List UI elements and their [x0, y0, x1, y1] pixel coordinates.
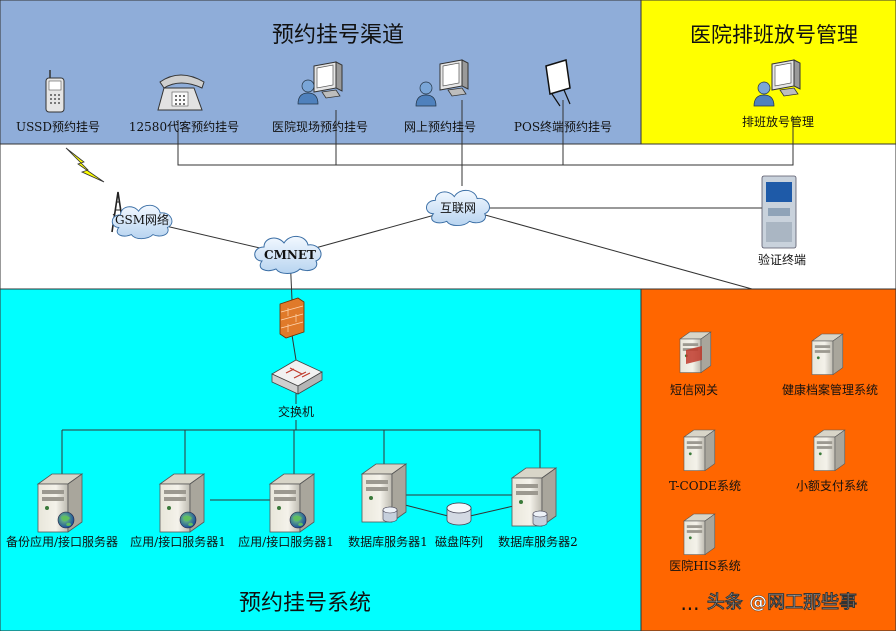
pos-terminal-icon — [545, 59, 571, 107]
channels-title: 预约挂号渠道 — [272, 23, 404, 48]
server-db-1 — [361, 463, 407, 523]
server-app-1a — [159, 473, 205, 533]
server-backup-app — [37, 473, 83, 533]
channel-label-onsite: 医院现场预约挂号 — [272, 119, 368, 134]
server-db-2 — [511, 467, 557, 527]
external-label-micropay: 小额支付系统 — [796, 479, 868, 493]
server-label-app-1b: 应用/接口服务器1 — [238, 534, 334, 549]
external-section — [640, 288, 896, 631]
mobile-phone-icon — [45, 70, 65, 113]
verification-terminal-label: 验证终端 — [758, 252, 806, 267]
hospital-mgmt-section — [640, 0, 896, 145]
tcode-server-icon — [683, 429, 716, 471]
server-label-db-1: 数据库服务器1 — [348, 534, 428, 549]
external-label-his: 医院HIS系统 — [669, 559, 740, 573]
channel-bus-lines — [61, 100, 794, 517]
wireless-lightning-icon — [65, 147, 105, 183]
hospital-mgmt-label: 排班放号管理 — [742, 114, 814, 129]
cmnet-label: CMNET — [264, 248, 316, 262]
external-label-tcode: T-CODE系统 — [669, 479, 741, 493]
health-record-server-icon — [811, 333, 844, 375]
disk-array-icon — [446, 502, 472, 526]
his-server-icon — [683, 513, 716, 555]
channel-label-ussd: USSD预约挂号 — [16, 119, 100, 134]
sms-gateway-icon — [679, 331, 712, 373]
disk-array-label: 磁盘阵列 — [435, 534, 483, 549]
gsm-network-label: GSM网络 — [115, 212, 169, 227]
system-title: 预约挂号系统 — [239, 591, 371, 616]
desk-phone-icon — [157, 74, 205, 111]
channel-label-12580: 12580代客预约挂号 — [129, 119, 239, 134]
micropay-server-icon — [813, 429, 846, 471]
server-app-1b — [269, 473, 315, 533]
server-label-db-2: 数据库服务器2 — [498, 534, 578, 549]
kiosk-icon — [761, 175, 797, 249]
channel-label-pos: POS终端预约挂号 — [514, 119, 612, 134]
external-label-health: 健康档案管理系统 — [782, 382, 878, 397]
external-label-sms: 短信网关 — [670, 383, 718, 397]
hospital-mgmt-title: 医院排班放号管理 — [690, 23, 858, 47]
firewall-icon — [279, 297, 305, 339]
channel-label-online: 网上预约挂号 — [404, 119, 476, 134]
system-section — [0, 288, 642, 631]
server-label-backup-app: 备份应用/接口服务器 — [6, 534, 118, 549]
server-label-app-1a: 应用/接口服务器1 — [130, 534, 226, 549]
switch-label: 交换机 — [278, 404, 314, 419]
switch-icon — [271, 359, 323, 395]
watermark: 头条 @网工那些事 — [707, 591, 857, 613]
internet-label: 互联网 — [440, 201, 476, 215]
external-partial-title: ... — [680, 591, 699, 615]
